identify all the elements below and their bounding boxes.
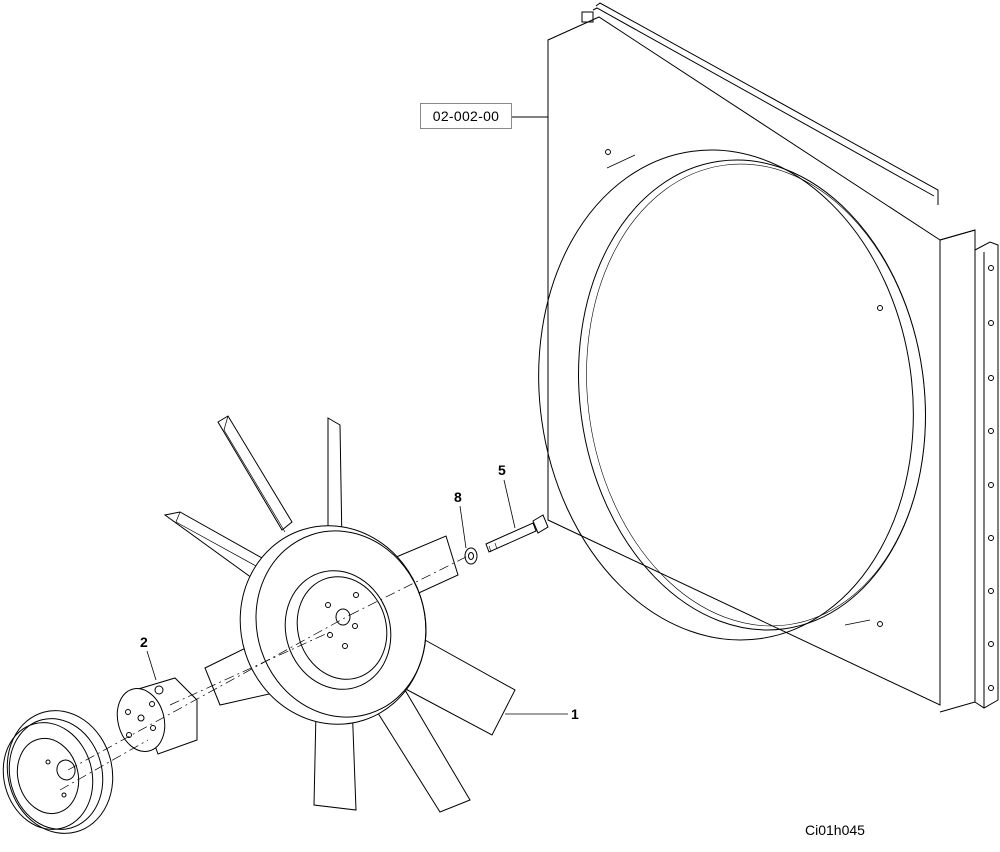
fan-hub-recess [284, 570, 392, 690]
assembly-centerlines [59, 554, 471, 791]
fan-hub-outer [239, 525, 427, 725]
shroud-top-tab-left [581, 11, 594, 23]
fan-blade-upper-left [217, 415, 293, 531]
washer [464, 547, 478, 565]
leader-5 [503, 479, 516, 529]
fan-hub-face [296, 576, 388, 680]
shroud-front-face [547, 16, 941, 706]
radiator-shroud [538, 2, 999, 713]
spacer [116, 677, 198, 755]
shroud-ring-lip [586, 163, 926, 627]
ring-depth-line-bottom [844, 619, 871, 626]
fan-blade-bottom-right [375, 689, 471, 813]
fan-blade-upper-left-edge [223, 415, 286, 533]
ring-depth-line-top [606, 154, 636, 169]
shroud-back-plate-edge [595, 2, 939, 205]
shroud-right-side [939, 229, 976, 713]
shroud-back-plate-edge-2 [592, 7, 935, 197]
callout-1: 1 [571, 706, 579, 722]
leader-2 [146, 650, 157, 681]
leader-8 [459, 505, 467, 549]
figure-code: Ci01h045 [805, 822, 865, 838]
fan-blade-left-edge [175, 511, 257, 567]
shroud-top-right-edge [939, 229, 976, 241]
shroud-right-flange [974, 241, 999, 709]
pulley [2, 710, 114, 834]
callout-2: 2 [140, 634, 148, 650]
shroud-ring-outer [538, 149, 914, 641]
callout-leaders [146, 479, 568, 715]
fan-blade-left [163, 511, 263, 579]
fan-hub-rim [255, 530, 427, 718]
callout-5: 5 [498, 462, 506, 478]
fan-assembly [163, 415, 516, 813]
bolt [485, 514, 549, 553]
reference-box-label: 02-002-00 [420, 103, 512, 129]
callout-8: 8 [454, 489, 462, 505]
flange-bolt-holes [988, 265, 994, 691]
face-mounting-holes [605, 149, 883, 627]
